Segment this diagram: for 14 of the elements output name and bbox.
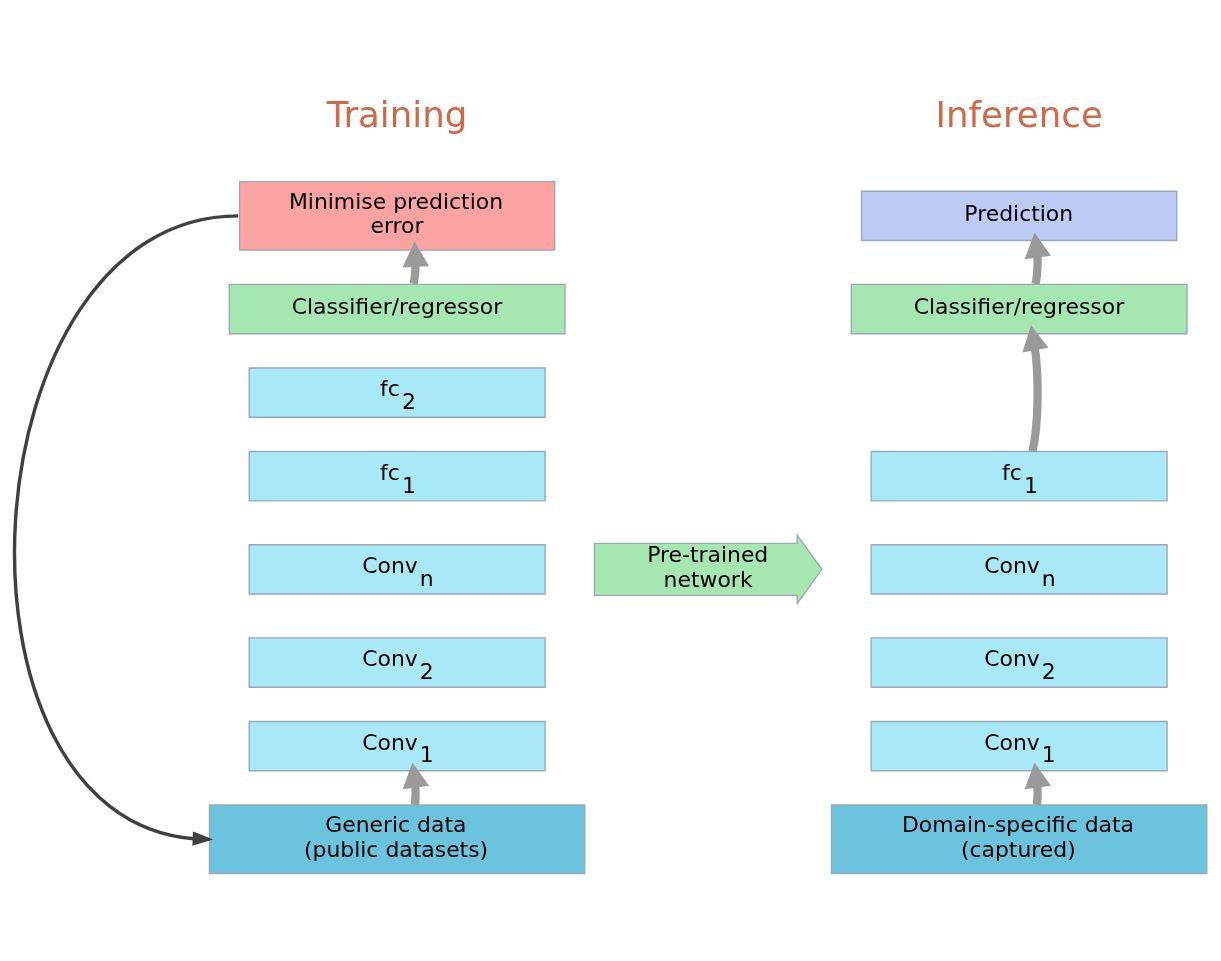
arrow [1022,324,1049,452]
arrow [13,213,239,846]
arrow [1024,231,1051,285]
node-box: Minimise prediction error [238,180,556,251]
node-box: Classifier/regressor [228,283,566,334]
arrow [1024,762,1051,805]
node-box: Prediction [860,190,1178,241]
label: Inference [935,93,1103,135]
node-box: Generic data (public datasets) [208,803,586,874]
arrow [402,762,429,805]
label: Training [326,93,468,135]
node-box: Classifier/regressor [850,283,1188,334]
arrow [402,241,430,285]
node-box: Domain-specific data (captured) [830,803,1208,874]
